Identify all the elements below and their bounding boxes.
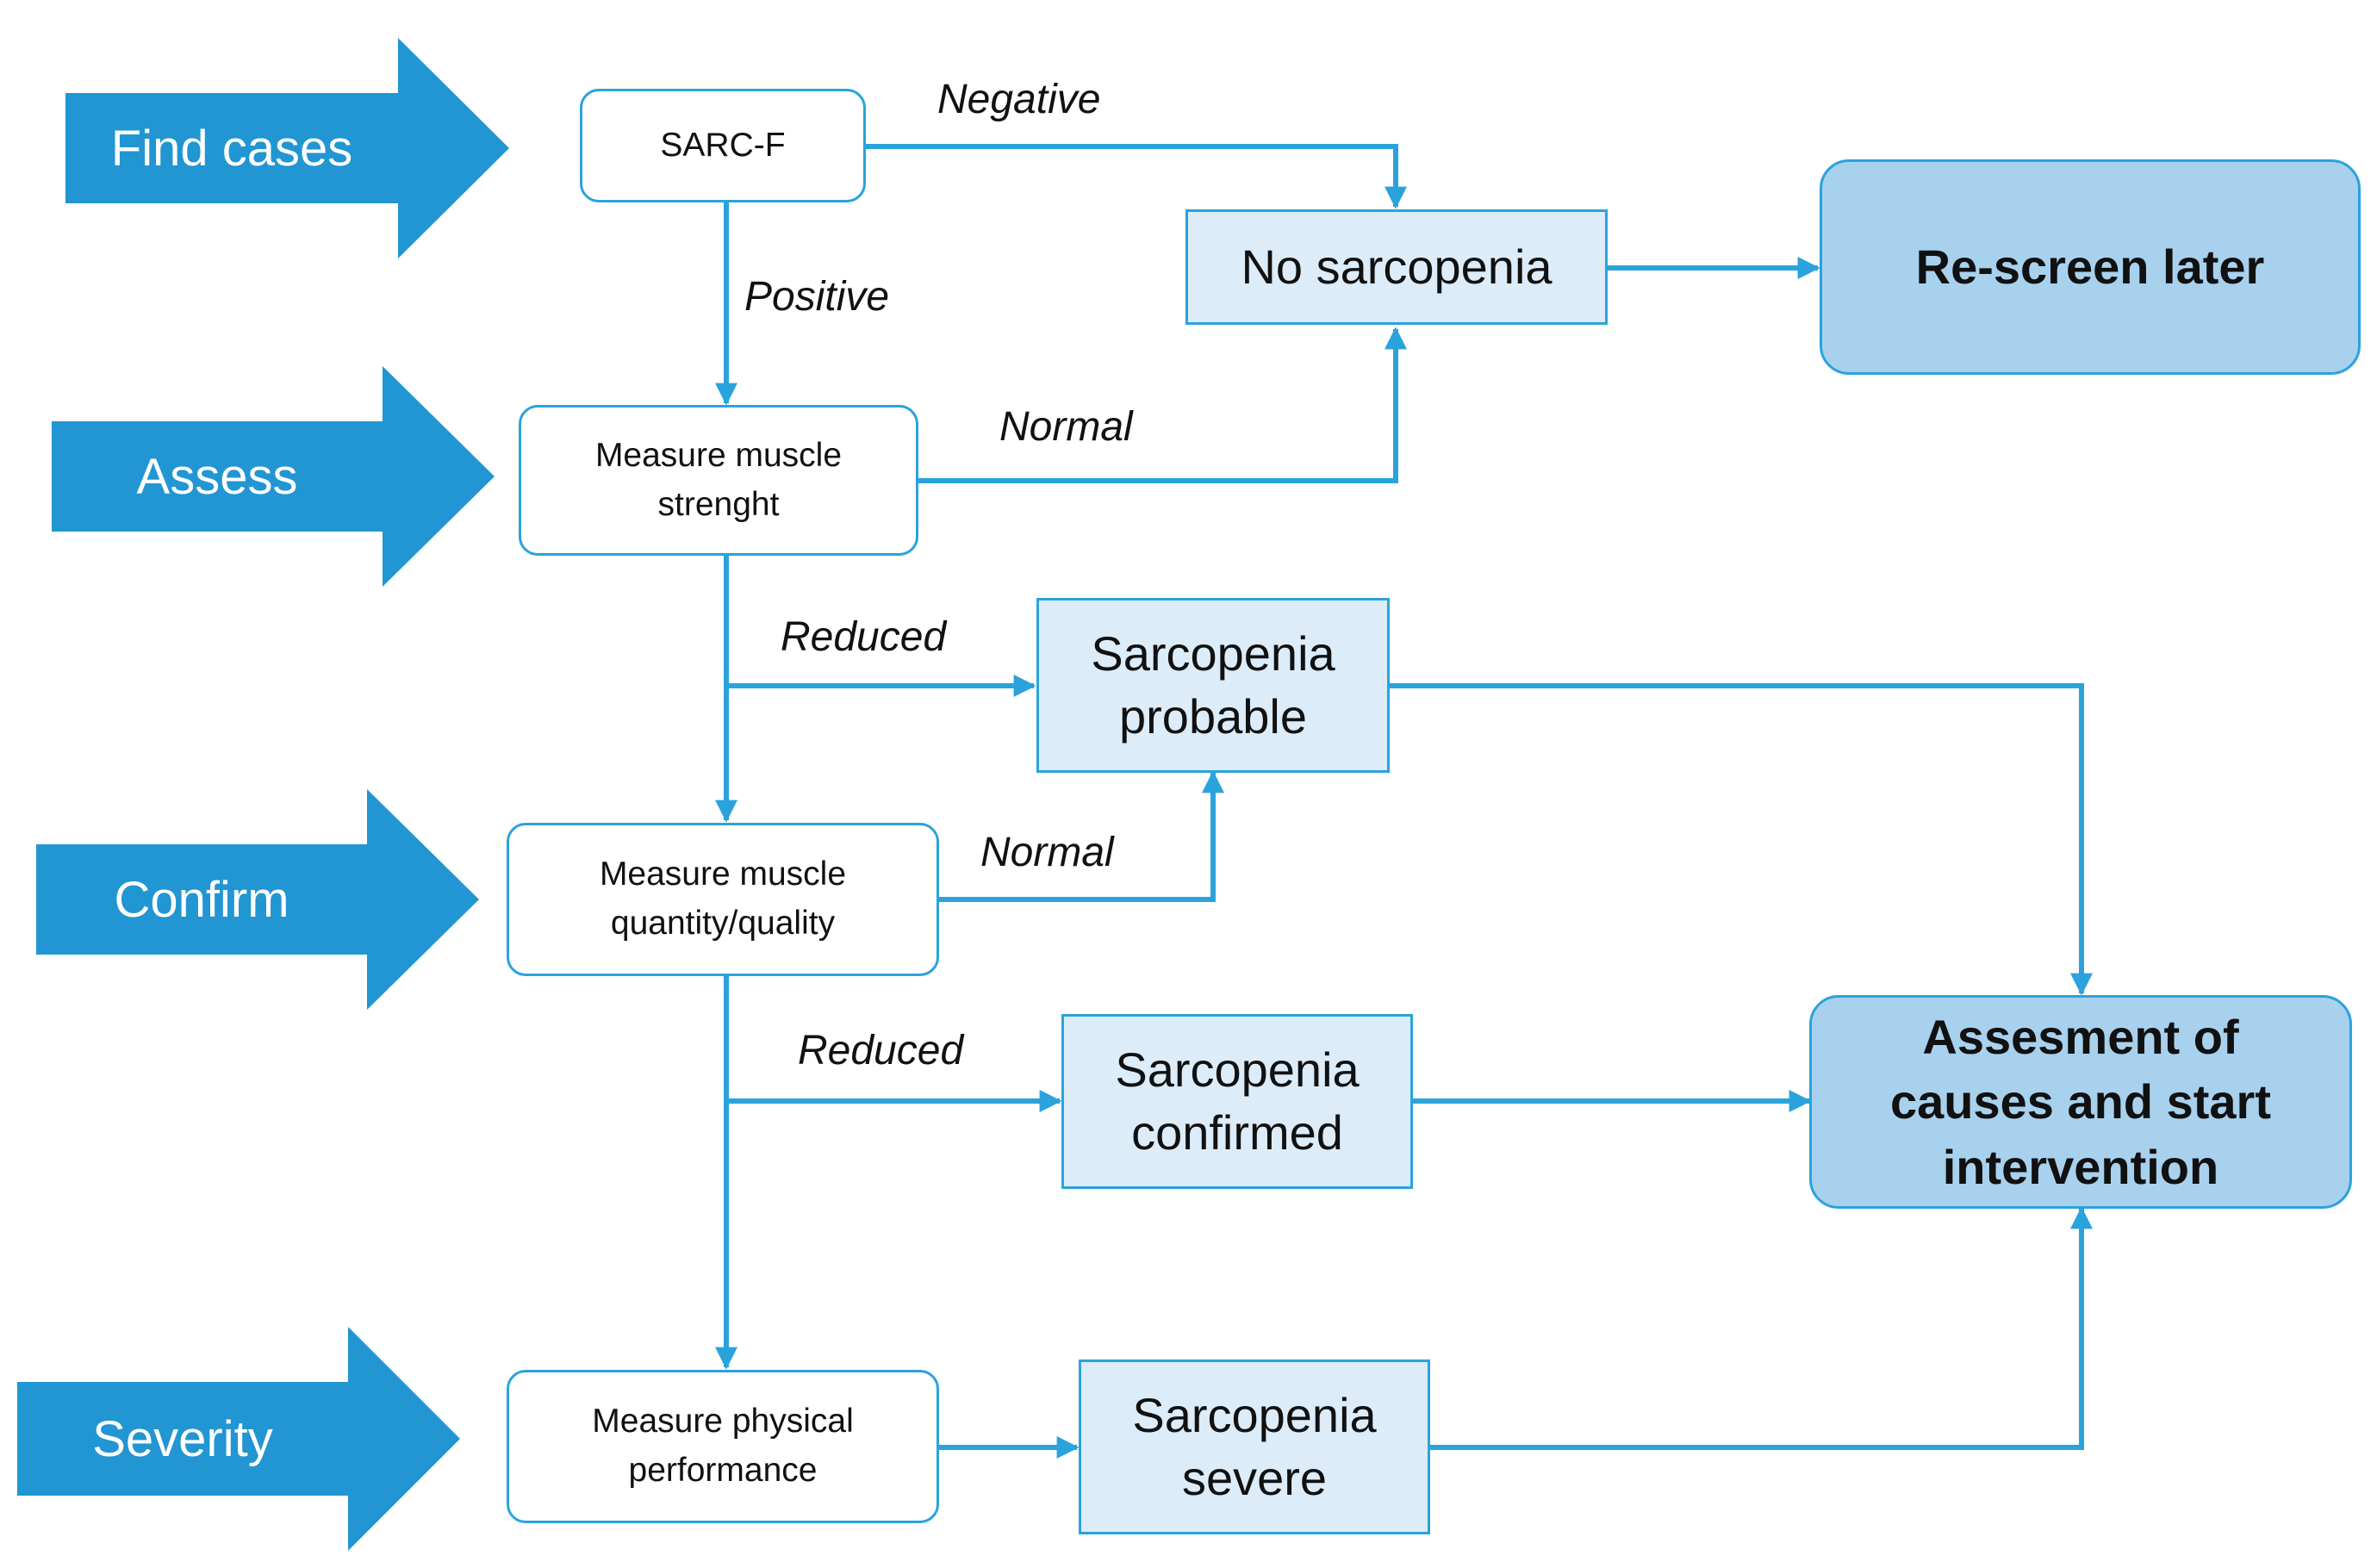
intervention-box: Assesment of causes and start interventi… xyxy=(1809,995,2352,1209)
muscle-strength-line-1: Measure muscle xyxy=(594,436,843,474)
sarcopenia-severe-box: Sarcopenia severe xyxy=(1079,1360,1430,1534)
stage-find-cases: Find cases xyxy=(110,120,353,177)
rescreen-later-label: Re-screen later xyxy=(1915,240,2265,295)
severity-arrow xyxy=(17,1327,460,1551)
confirmed-line-2: confirmed xyxy=(1131,1104,1343,1160)
label-normal-quantity: Normal xyxy=(980,830,1114,875)
confirmed-line-1: Sarcopenia xyxy=(1115,1042,1360,1097)
assess-arrow xyxy=(52,366,495,587)
edge-probable-intervention xyxy=(1390,683,2093,996)
intervention-line-1: Assesment of xyxy=(1922,1009,2239,1064)
stage-confirm: Confirm xyxy=(114,871,289,928)
intervention-line-2: causes and start xyxy=(1890,1074,2271,1129)
stage-severity: Severity xyxy=(92,1410,273,1467)
intervention-line-3: intervention xyxy=(1942,1139,2219,1194)
sarc-f-label: SARC-F xyxy=(660,126,786,164)
muscle-strength-line-2: strenght xyxy=(657,485,780,523)
confirm-arrow xyxy=(36,789,479,1010)
probable-line-1: Sarcopenia xyxy=(1091,625,1335,681)
sarcopenia-confirmed-box: Sarcopenia confirmed xyxy=(1061,1014,1413,1189)
physical-performance-line-2: performance xyxy=(628,1452,818,1489)
physical-performance-box: Measure physical performance xyxy=(507,1370,939,1523)
physical-performance-line-1: Measure physical xyxy=(592,1403,854,1440)
stage-assess: Assess xyxy=(136,448,298,505)
sarc-f-box: SARC-F xyxy=(580,89,866,202)
find-cases-arrow xyxy=(65,38,509,258)
label-reduced-quantity: Reduced xyxy=(798,1028,964,1073)
label-reduced-strength: Reduced xyxy=(781,614,947,660)
severe-line-2: severe xyxy=(1181,1450,1328,1505)
edge-sarcf-negative xyxy=(866,144,1407,209)
label-normal-strength: Normal xyxy=(999,404,1133,450)
rescreen-later-box: Re-screen later xyxy=(1820,159,2361,375)
label-negative: Negative xyxy=(937,77,1101,122)
label-positive: Positive xyxy=(744,274,890,320)
no-sarcopenia-label: No sarcopenia xyxy=(1241,239,1553,294)
muscle-quantity-line-2: quantity/quality xyxy=(610,905,836,942)
probable-line-2: probable xyxy=(1119,688,1307,744)
severe-line-1: Sarcopenia xyxy=(1132,1387,1377,1442)
muscle-quantity-box: Measure muscle quantity/quality xyxy=(507,823,939,976)
sarcopenia-probable-box: Sarcopenia probable xyxy=(1036,598,1390,773)
no-sarcopenia-box: No sarcopenia xyxy=(1185,209,1608,325)
edge-quantity-normal xyxy=(939,770,1224,902)
edge-severe-intervention xyxy=(1430,1206,2093,1450)
muscle-strength-box: Measure muscle strenght xyxy=(519,405,918,556)
edge-strength-normal xyxy=(918,327,1407,483)
muscle-quantity-line-1: Measure muscle xyxy=(599,856,847,893)
